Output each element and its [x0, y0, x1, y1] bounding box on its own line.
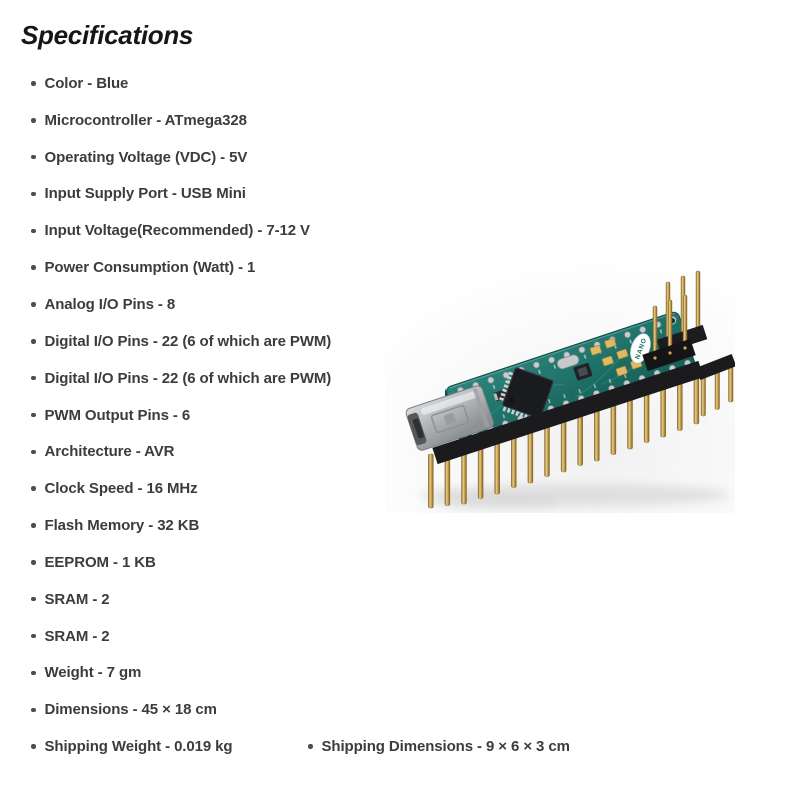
- spec-text: Input Voltage(Recommended) - 7-12 V: [44, 222, 311, 240]
- spec-text: Operating Voltage (VDC) - 5V: [44, 148, 248, 166]
- icsp-plastic-back: [656, 324, 708, 355]
- pin-header-plastic: [432, 360, 704, 465]
- list-item: Color - Blue: [31, 65, 331, 102]
- bullet-icon: [31, 744, 36, 749]
- bullet-icon: [31, 81, 36, 86]
- list-item: Input Voltage(Recommended) - 7-12 V: [31, 212, 331, 249]
- spec-text: Clock Speed - 16 MHz: [44, 480, 198, 498]
- bullet-icon: [31, 560, 36, 565]
- spec-text: Power Consumption (Watt) - 1: [44, 259, 256, 277]
- spec-text: Color - Blue: [44, 74, 129, 92]
- list-item: EEPROM - 1 KB: [31, 544, 331, 581]
- bullet-icon: [31, 633, 36, 639]
- list-item: Power Consumption (Watt) - 1: [31, 249, 331, 286]
- spec-text: Digital I/O Pins - 22 (6 of which are PW…: [44, 369, 332, 387]
- spec-text: Weight - 7 gm: [44, 664, 142, 682]
- bullet-icon: [308, 744, 313, 749]
- spec-text: Flash Memory - 32 KB: [44, 517, 200, 535]
- spec-text: Input Supply Port - USB Mini: [44, 185, 246, 203]
- bullet-icon: [31, 707, 36, 713]
- bullet-icon: [31, 265, 36, 270]
- spec-text: Shipping Weight - 0.019 kg: [44, 738, 233, 756]
- list-item: Clock Speed - 16 MHz: [31, 470, 331, 507]
- spec-text: SRAM - 2: [44, 590, 110, 608]
- bullet-icon: [31, 302, 36, 307]
- list-item: Architecture - AVR: [31, 433, 331, 470]
- bullet-icon: [31, 228, 36, 234]
- spec-text: SRAM - 2: [44, 627, 110, 645]
- spec-text: Architecture - AVR: [44, 443, 175, 461]
- list-item: SRAM - 2: [31, 581, 331, 618]
- spec-text: Dimensions - 45 × 18 cm: [44, 701, 217, 719]
- crystal-oscillator: [556, 354, 580, 370]
- bullet-icon: [31, 670, 36, 676]
- bullet-icon: [31, 154, 36, 160]
- list-item: SRAM - 2: [31, 618, 331, 655]
- spec-text: Analog I/O Pins - 8: [44, 295, 176, 313]
- bullet-icon: [31, 449, 36, 455]
- arduino-nano-board-photo: NANO: [385, 258, 737, 513]
- bullet-icon: [31, 375, 36, 381]
- list-item: Flash Memory - 32 KB: [31, 507, 331, 544]
- spec-list: Color - Blue Microcontroller - ATmega328…: [31, 65, 331, 728]
- spec-text: PWM Output Pins - 6: [44, 406, 191, 424]
- bullet-icon: [31, 118, 36, 123]
- pin-header-pins: [428, 365, 700, 509]
- bullet-icon: [31, 412, 36, 418]
- product-image: NANO: [385, 258, 737, 513]
- mini-usb-connector: [405, 385, 494, 451]
- list-item: Digital I/O Pins - 22 (6 of which are PW…: [31, 360, 331, 397]
- list-item: Input Supply Port - USB Mini: [31, 176, 331, 213]
- list-item: Microcontroller - ATmega328: [31, 102, 331, 139]
- bullet-icon: [31, 486, 36, 491]
- bullet-icon: [31, 523, 36, 528]
- list-item: Dimensions - 45 × 18 cm: [31, 691, 331, 728]
- bullet-icon: [31, 191, 36, 197]
- list-item: Operating Voltage (VDC) - 5V: [31, 139, 331, 176]
- bullet-icon: [31, 339, 36, 344]
- list-item: Digital I/O Pins - 22 (6 of which are PW…: [31, 323, 331, 360]
- icsp-pins: [642, 270, 708, 372]
- far-pin-header-plastic: [695, 353, 737, 381]
- spec-text: EEPROM - 1 KB: [44, 553, 156, 571]
- icsp-plastic-front: [642, 338, 696, 372]
- page-title: Specifications: [21, 20, 194, 50]
- list-item: Weight - 7 gm: [31, 655, 331, 692]
- spec-text: Microcontroller - ATmega328: [44, 111, 247, 129]
- list-item: Shipping Weight - 0.019 kg: [31, 728, 233, 765]
- reset-button: [573, 362, 593, 381]
- list-item: PWM Output Pins - 6: [31, 397, 331, 434]
- microcontroller-chip: [499, 367, 554, 423]
- bullet-icon: [31, 596, 36, 602]
- list-item: Shipping Dimensions - 9 × 6 × 3 cm: [308, 728, 570, 765]
- list-item: Analog I/O Pins - 8: [31, 286, 331, 323]
- bottom-spec-row: Shipping Weight - 0.019 kg Shipping Dime…: [31, 728, 781, 765]
- spec-text: Shipping Dimensions - 9 × 6 × 3 cm: [321, 738, 570, 756]
- spec-text: Digital I/O Pins - 22 (6 of which are PW…: [44, 332, 332, 350]
